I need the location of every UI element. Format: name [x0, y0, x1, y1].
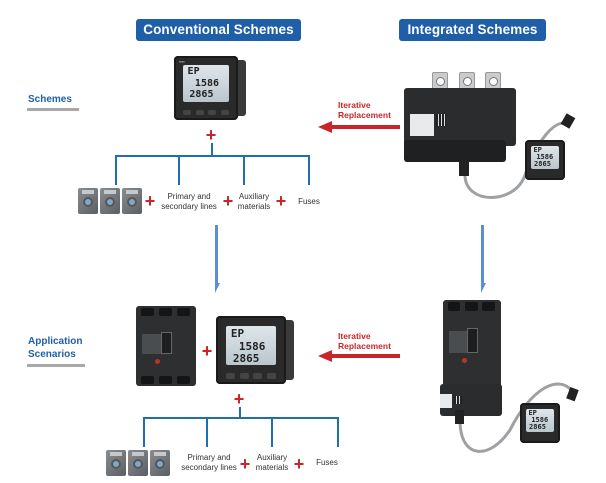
tree-branch: [243, 155, 245, 185]
current-transformer-icon: [122, 188, 142, 214]
module-terminals: [404, 140, 506, 162]
current-transformer-icon: [128, 450, 148, 476]
tree-branch: [115, 155, 117, 185]
primary-secondary-lines-label: Primary and secondary lines: [156, 192, 222, 212]
replacement-line1: Iterative: [338, 331, 371, 341]
application-label-line1: Application: [28, 336, 83, 347]
primary-line2: secondary lines: [161, 202, 217, 211]
tree-branch: [271, 417, 273, 447]
auxiliary-line2: materials: [255, 463, 289, 472]
meter-line-2: 1586: [536, 153, 554, 162]
meter-line-3: 2865: [529, 423, 546, 432]
circuit-breaker-device: [443, 300, 501, 388]
integrated-module-device: [440, 384, 502, 416]
power-meter-device-small: EP 1586 2865: [520, 403, 560, 443]
replacement-line2: Replacement: [338, 110, 391, 120]
primary-line1: Primary and: [167, 192, 211, 201]
meter-line-3: 2865: [189, 89, 214, 101]
plus-icon: +: [222, 191, 234, 211]
plus-icon: +: [201, 341, 213, 361]
plus-icon: +: [239, 454, 251, 474]
fuses-label: Fuses: [316, 458, 338, 467]
tree-branch: [308, 155, 310, 185]
meter-line-1: EP: [230, 327, 245, 341]
application-label-line2: Scenarios: [28, 349, 76, 360]
meter-lcd-screen: EP 1586 2865: [182, 64, 230, 103]
left-arrow-icon: [318, 350, 400, 362]
meter-line-2: 1586: [531, 416, 549, 425]
replacement-line1: Iterative: [338, 100, 371, 110]
meter-line-1: EP: [533, 146, 542, 155]
conventional-schemes-header: Conventional Schemes: [136, 19, 301, 41]
plus-icon: +: [205, 125, 217, 145]
meter-line-2: 1586: [194, 78, 220, 90]
power-meter-device: ▪▪▪▪ EP 1586 2865: [174, 56, 246, 120]
application-underline: [27, 364, 85, 367]
auxiliary-line2: materials: [237, 202, 271, 211]
primary-secondary-lines-label: Primary and secondary lines: [176, 453, 242, 473]
iterative-replacement-label-bottom: Iterative Replacement: [338, 331, 391, 351]
power-meter-device-small: EP 1586 2865: [525, 140, 565, 180]
cable: [459, 113, 576, 199]
fuses-label: Fuses: [298, 197, 320, 206]
auxiliary-materials-label: Auxiliary materials: [252, 453, 292, 473]
current-transformer-icon: [100, 188, 120, 214]
plus-icon: +: [275, 191, 287, 211]
cable: [455, 382, 579, 453]
down-arrow-icon: [215, 225, 220, 293]
current-transformer-icon: [150, 450, 170, 476]
meter-line-3: 2865: [534, 160, 551, 169]
auxiliary-line1: Auxiliary: [256, 453, 288, 462]
integrated-schemes-header: Integrated Schemes: [399, 19, 546, 41]
integrated-module-device: [404, 88, 516, 146]
tree-connector: [239, 407, 241, 419]
auxiliary-materials-label: Auxiliary materials: [234, 192, 274, 212]
primary-line2: secondary lines: [181, 463, 237, 472]
circuit-breaker-device: [136, 306, 196, 386]
meter-line-1: EP: [187, 66, 200, 78]
plus-icon: +: [144, 191, 156, 211]
schemes-underline: [27, 108, 79, 111]
replacement-line2: Replacement: [338, 341, 391, 351]
tree-horizontal-line: [143, 417, 339, 419]
tree-branch: [337, 417, 339, 447]
iterative-replacement-label-top: Iterative Replacement: [338, 100, 391, 120]
tree-branch: [206, 417, 208, 447]
plus-icon: +: [233, 389, 245, 409]
meter-line-2: 1586: [238, 339, 266, 353]
meter-line-3: 2865: [232, 351, 260, 365]
tree-branch: [178, 155, 180, 185]
tree-horizontal-line: [115, 155, 310, 157]
schemes-label: Schemes: [28, 94, 72, 105]
plus-icon: +: [293, 454, 305, 474]
down-arrow-icon: [481, 225, 486, 293]
auxiliary-line1: Auxiliary: [238, 192, 270, 201]
primary-line1: Primary and: [187, 453, 231, 462]
meter-line-1: EP: [528, 409, 537, 418]
power-meter-device: EP 1586 2865: [216, 316, 294, 384]
current-transformer-icon: [106, 450, 126, 476]
current-transformer-icon: [78, 188, 98, 214]
left-arrow-icon: [318, 121, 400, 133]
tree-connector: [211, 143, 213, 157]
tree-branch: [143, 417, 145, 447]
